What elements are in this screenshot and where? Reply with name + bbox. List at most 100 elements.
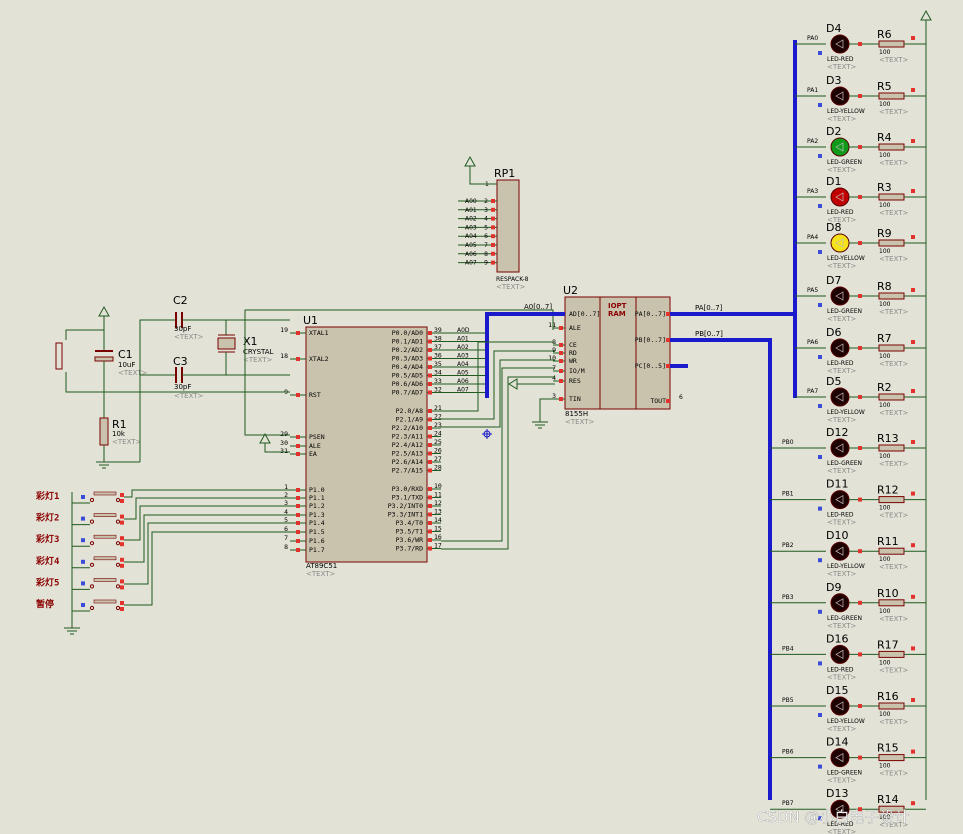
svg-text:<TEXT>: <TEXT> — [879, 666, 909, 674]
u2-pin-pc05[interactable]: PC[0..5] — [635, 362, 670, 370]
svg-text:P0.7/AD7: P0.7/AD7 — [392, 389, 423, 397]
u1-text: <TEXT> — [306, 570, 336, 578]
clock-reset-network[interactable]: C1 10uF <TEXT> R1 10k <TEXT> C2 30pF <TE… — [55, 294, 554, 469]
u2-pin-tout[interactable]: TOUT — [650, 397, 670, 405]
svg-text:<TEXT>: <TEXT> — [827, 673, 857, 681]
switch-array[interactable]: 彩灯1 彩灯2 彩灯3 彩灯4 彩灯5 暂停 — [35, 489, 290, 612]
switch-4[interactable]: 彩灯4 — [35, 555, 124, 569]
ad-bus[interactable] — [485, 312, 565, 398]
switch-3[interactable]: 彩灯3 — [35, 533, 124, 547]
switch-1[interactable]: 彩灯1 — [35, 490, 124, 504]
switch-2[interactable]: 彩灯2 — [35, 512, 124, 526]
led-ref: D8 — [826, 221, 841, 234]
u2-pin-pb07[interactable]: PB[0..7] — [635, 336, 670, 344]
led-array[interactable]: PA0D4LED-RED<TEXT>R6100<TEXT>PA1D3LED-YE… — [770, 22, 926, 834]
led-type: LED-GREEN — [827, 770, 862, 777]
c1-text: <TEXT> — [118, 369, 148, 377]
u2-right-pins: PA[0..7] PB[0..7] PC[0..5] TOUT — [635, 310, 670, 405]
svg-text:P3.1/TXD: P3.1/TXD — [392, 494, 423, 502]
svg-text:A07: A07 — [465, 260, 477, 267]
rp1-respack[interactable]: RP1 RESPACK-8 <TEXT> 1 2A003A014A025A036… — [458, 155, 529, 291]
switch-5[interactable]: 彩灯5 — [35, 576, 124, 590]
svg-text:12: 12 — [434, 499, 442, 507]
svg-text:P3.4/T0: P3.4/T0 — [396, 519, 423, 527]
u2-pin-pa07[interactable]: PA[0..7] — [635, 310, 670, 318]
svg-text:TOUT: TOUT — [650, 397, 666, 405]
switch-6[interactable]: 暂停 — [36, 598, 124, 612]
x1-ref: X1 — [243, 335, 258, 348]
svg-text:<TEXT>: <TEXT> — [879, 821, 909, 829]
svg-text:P3.3/INT1: P3.3/INT1 — [388, 511, 423, 519]
pb-bus[interactable] — [670, 338, 772, 800]
